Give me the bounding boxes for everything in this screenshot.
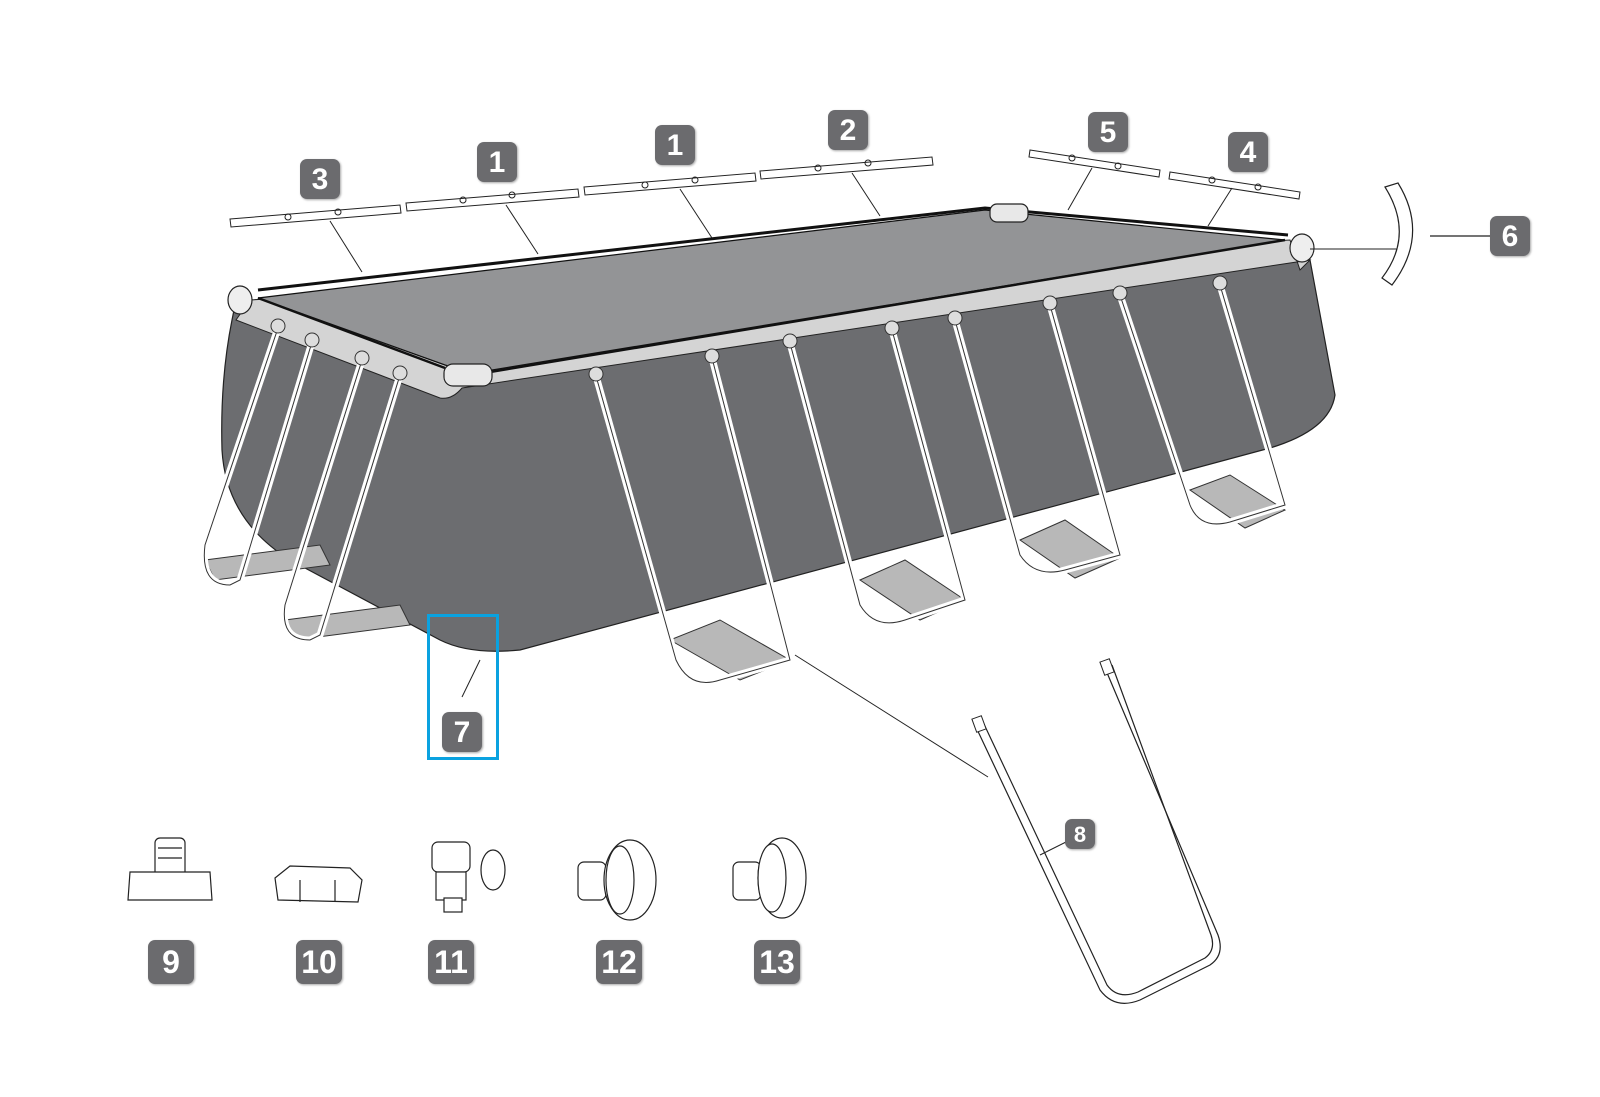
label-3: 3 [300, 159, 340, 199]
accessory-9-hose-adapter [127, 837, 213, 901]
label-11: 11 [428, 940, 474, 984]
corner-elbow-part [1381, 182, 1490, 286]
label-6: 6 [1490, 216, 1530, 256]
selected-part-highlight[interactable] [427, 614, 499, 760]
label-1a: 1 [477, 142, 517, 182]
liner-leader [461, 659, 481, 698]
accessory-10-drain-cap [274, 865, 363, 903]
exploded-leg-part [794, 654, 1221, 1004]
label-2: 2 [828, 110, 868, 150]
pool-body [221, 203, 1410, 652]
label-1b: 1 [655, 125, 695, 165]
top-rails [229, 149, 1301, 273]
label-9: 9 [148, 940, 194, 984]
pool-legs [200, 275, 1290, 686]
label-12: 12 [596, 940, 642, 984]
label-13: 13 [754, 940, 800, 984]
accessory-11-plunger-valve [431, 841, 506, 913]
label-7[interactable]: 7 [442, 712, 482, 752]
accessory-13-connector [732, 837, 807, 919]
label-4: 4 [1228, 132, 1268, 172]
label-10: 10 [296, 940, 342, 984]
label-5: 5 [1088, 112, 1128, 152]
label-8: 8 [1065, 819, 1095, 849]
accessory-12-strainer-connector [577, 839, 657, 921]
